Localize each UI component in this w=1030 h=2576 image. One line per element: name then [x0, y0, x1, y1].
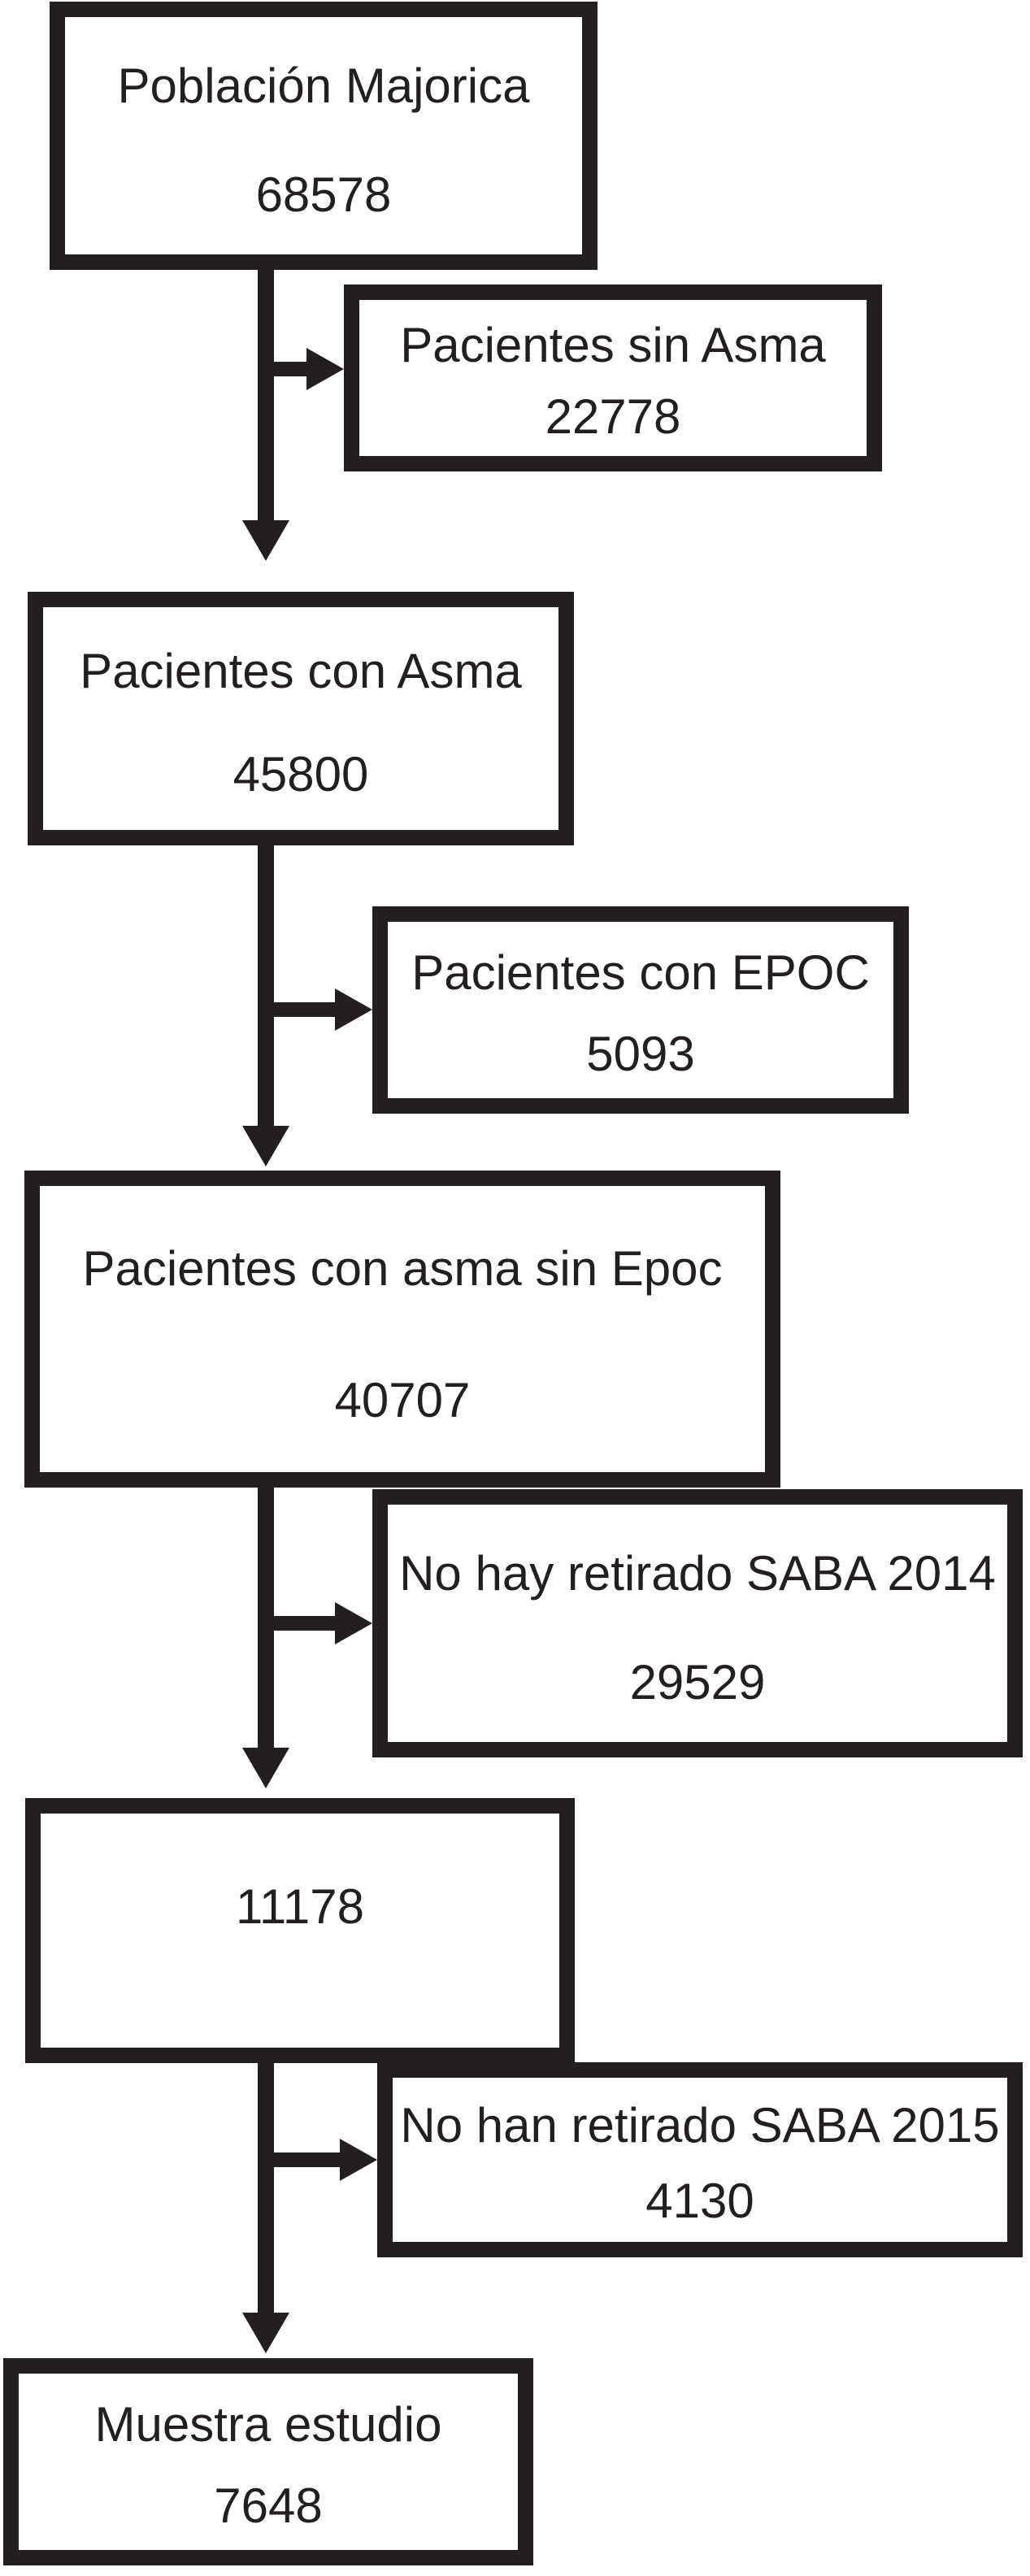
node-label: Pacientes con EPOC [411, 945, 870, 1000]
node-value: 22778 [545, 389, 681, 444]
branch-line-4 [266, 2152, 344, 2167]
connector-spine-2 [258, 845, 274, 1128]
node-poblacion-majorica: Población Majorica 68578 [50, 2, 598, 270]
node-value: 68578 [255, 167, 392, 222]
node-pacientes-con-epoc: Pacientes con EPOC 5093 [372, 906, 909, 1114]
branch-line-1 [266, 362, 311, 376]
node-label: Pacientes con Asma [80, 644, 522, 699]
arrow-down-icon-4 [242, 2313, 289, 2353]
node-value: 29529 [629, 1655, 766, 1709]
arrow-right-icon-2 [335, 988, 372, 1031]
arrow-down-icon-3 [242, 1748, 289, 1788]
connector-spine-1 [258, 268, 274, 523]
branch-line-3 [266, 1616, 339, 1631]
node-no-retirado-saba-2014: No hay retirado SABA 2014 29529 [372, 1489, 1023, 1757]
node-value: 5093 [586, 1026, 695, 1081]
node-value: 45800 [233, 746, 369, 801]
node-11178: 11178 [25, 1798, 575, 2063]
node-pacientes-sin-asma: Pacientes sin Asma 22778 [344, 285, 882, 471]
branch-line-2 [266, 1002, 339, 1017]
node-value: 7648 [214, 2478, 323, 2533]
arrow-down-icon-2 [242, 1126, 289, 1166]
arrow-down-icon-1 [242, 520, 289, 561]
node-label: Pacientes sin Asma [400, 317, 826, 372]
arrow-right-icon-4 [340, 2139, 377, 2181]
node-label: Muestra estudio [94, 2396, 442, 2452]
node-value: 40707 [334, 1373, 471, 1427]
node-no-retirado-saba-2015: No han retirado SABA 2015 4130 [377, 2062, 1023, 2257]
node-label: Pacientes con asma sin Epoc [82, 1241, 723, 1297]
node-pacientes-con-asma: Pacientes con Asma 45800 [28, 592, 574, 845]
node-value: 4130 [645, 2173, 754, 2228]
node-asma-sin-epoc: Pacientes con asma sin Epoc 40707 [24, 1171, 780, 1488]
node-muestra-estudio: Muestra estudio 7648 [3, 2358, 533, 2565]
node-label: Población Majorica [117, 58, 530, 113]
node-value: 11178 [236, 1879, 364, 1935]
node-label: No han retirado SABA 2015 [400, 2097, 1000, 2152]
arrow-right-icon-1 [306, 348, 344, 390]
connector-spine-4 [258, 2063, 274, 2315]
node-label: No hay retirado SABA 2014 [399, 1545, 996, 1601]
arrow-right-icon-3 [335, 1602, 372, 1644]
